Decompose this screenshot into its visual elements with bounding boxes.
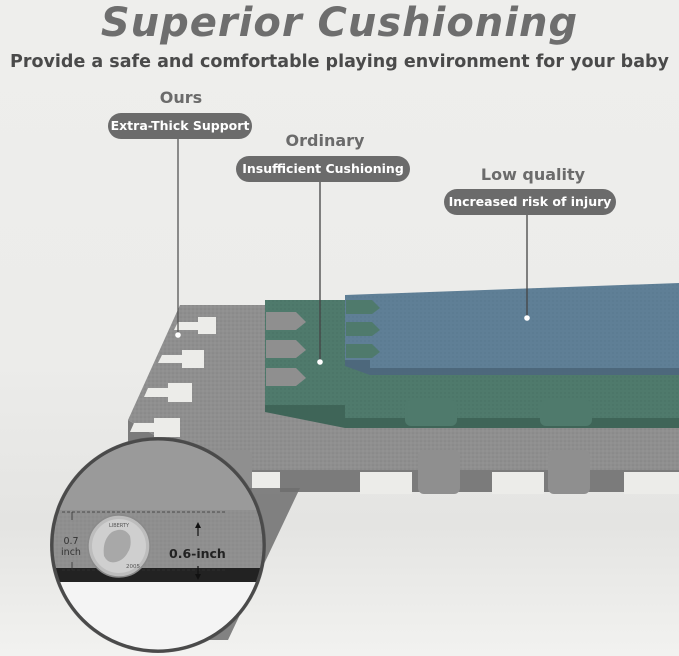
headline: Superior Cushioning <box>100 0 579 46</box>
ours-title: Ours <box>159 88 203 107</box>
coin-thickness-unit: inch <box>61 547 81 558</box>
ordinary-title: Ordinary <box>285 131 365 150</box>
coin-thickness-value: 0.7 <box>63 536 79 547</box>
thickness-magnifier: LIBERTY 2005 <box>50 437 266 653</box>
ours-pointer <box>175 139 181 338</box>
low-quality-title: Low quality <box>480 165 586 184</box>
low-quality-pointer <box>524 215 530 321</box>
coin-year: 2005 <box>126 564 140 570</box>
ordinary-badge: Insufficient Cushioning <box>236 156 410 182</box>
thickness-label: 0.6-inch <box>169 546 226 561</box>
low-quality-badge: Increased risk of injury <box>444 189 616 215</box>
coin-icon: LIBERTY 2005 <box>87 514 151 578</box>
low-quality-mat <box>345 283 679 375</box>
ours-badge: Extra-Thick Support <box>108 113 252 139</box>
subheadline: Provide a safe and comfortable playing e… <box>10 52 669 72</box>
coin-motto: LIBERTY <box>109 523 130 529</box>
ordinary-pointer <box>317 182 323 365</box>
